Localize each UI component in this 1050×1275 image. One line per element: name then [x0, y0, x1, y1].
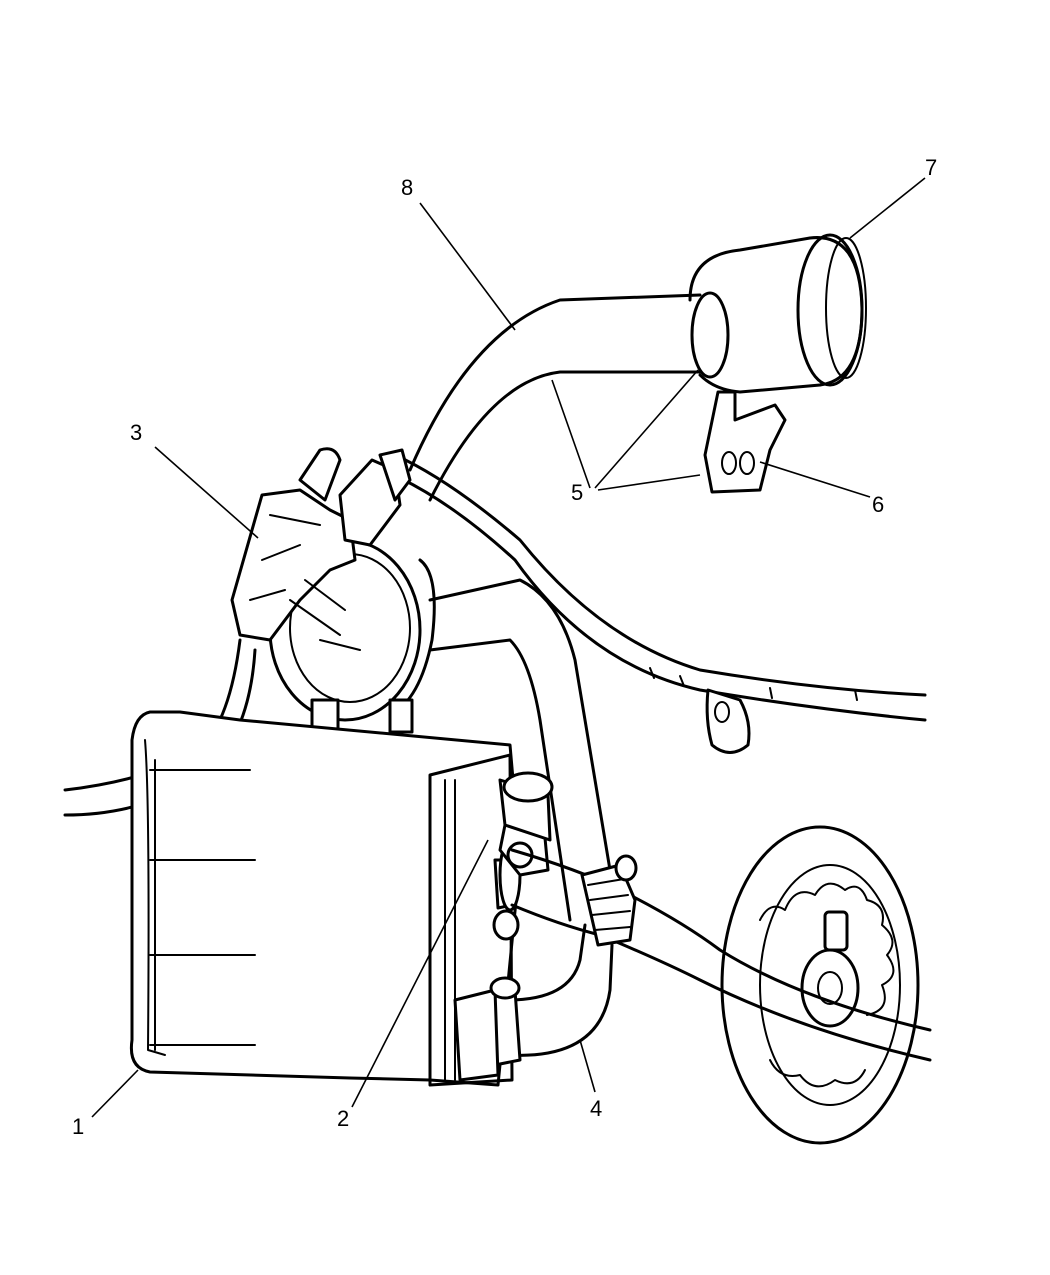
callout-5: 5 — [571, 480, 583, 505]
callout-6: 6 — [872, 492, 884, 517]
harness-wire — [393, 453, 927, 754]
callouts: 1 2 3 4 5 6 7 8 — [72, 155, 937, 1139]
filler-tube-7 — [688, 233, 867, 394]
canister-fittings-2 — [492, 771, 554, 941]
leader-2 — [351, 839, 489, 1108]
leader-8 — [419, 202, 516, 331]
leader-lines — [91, 177, 926, 1118]
leader-5b — [594, 369, 699, 489]
leader-4 — [579, 1039, 596, 1093]
leader-1 — [91, 1069, 139, 1118]
bracket-6 — [703, 390, 787, 494]
callout-7: 7 — [925, 155, 937, 180]
wheel-hub — [720, 825, 920, 1145]
callout-2: 2 — [337, 1106, 349, 1131]
frame-rails — [428, 578, 612, 922]
vent-hose-8 — [408, 293, 702, 502]
leader-7 — [849, 177, 926, 239]
leader-5c — [597, 474, 701, 491]
callout-3: 3 — [130, 420, 142, 445]
purge-solenoid-3 — [230, 447, 436, 734]
purge-hose-4 — [453, 848, 932, 1082]
leader-6 — [759, 461, 871, 498]
callout-8: 8 — [401, 175, 413, 200]
leader-3 — [154, 446, 259, 539]
callout-1: 1 — [72, 1114, 84, 1139]
leader-5a — [551, 379, 591, 489]
callout-4: 4 — [590, 1096, 602, 1121]
charcoal-canister-1 — [129, 710, 522, 1087]
